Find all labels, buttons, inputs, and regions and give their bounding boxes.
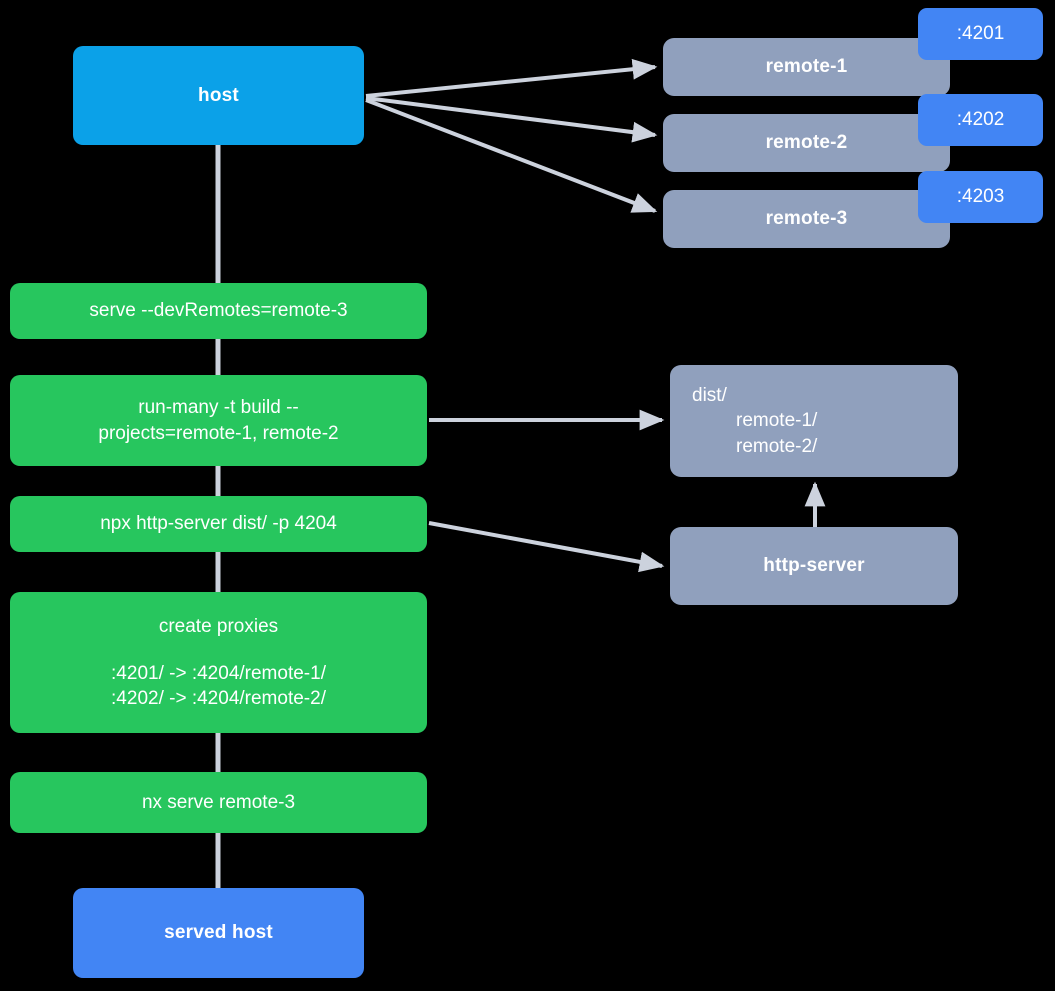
node-served-host[interactable]: served host <box>73 888 364 978</box>
command-run-many-line-1: run-many -t build -- <box>138 397 299 419</box>
command-run-many-line-2: projects=remote-1, remote-2 <box>98 422 339 444</box>
node-http-server-label: http-server <box>763 555 865 577</box>
edge-host-to-remote-3 <box>365 98 658 213</box>
command-nx-serve-remote-3-line-1: nx serve remote-3 <box>141 791 296 813</box>
command-create-proxies-mapping-1: :4201/ -> :4204/remote-1/ <box>111 662 326 684</box>
node-served-host-label: served host <box>164 922 273 944</box>
node-remote-1[interactable]: remote-1 <box>663 38 950 96</box>
node-host[interactable]: host <box>73 46 364 145</box>
node-remote-3[interactable]: remote-3 <box>663 190 950 248</box>
command-create-proxies-mapping-2: :4202/ -> :4204/remote-2/ <box>111 688 326 710</box>
port-badge-remote-3-label: :4203 <box>956 186 1005 207</box>
edge-npx-to-http-server <box>428 521 665 573</box>
node-dist-folder-remote-1: remote-1/ <box>736 410 818 432</box>
node-command-create-proxies[interactable]: create proxies :4201/ -> :4204/remote-1/… <box>10 592 427 733</box>
node-host-label: host <box>198 84 239 106</box>
node-command-nx-serve-remote-3[interactable]: nx serve remote-3 <box>10 772 427 833</box>
node-command-run-many[interactable]: run-many -t build -- projects=remote-1, … <box>10 375 427 466</box>
node-command-serve-devremotes[interactable]: serve --devRemotes=remote-3 <box>10 283 427 339</box>
command-create-proxies-title: create proxies <box>158 615 279 637</box>
port-badge-remote-3: :4203 <box>918 171 1043 223</box>
port-badge-remote-1: :4201 <box>918 8 1043 60</box>
port-badge-remote-1-label: :4201 <box>956 23 1005 44</box>
node-remote-2-label: remote-2 <box>765 132 848 154</box>
command-serve-devremotes-line-1: serve --devRemotes=remote-3 <box>89 300 348 322</box>
command-npx-http-server-line-1: npx http-server dist/ -p 4204 <box>100 513 337 535</box>
node-http-server[interactable]: http-server <box>670 527 958 605</box>
edge-host-to-remote-2 <box>365 96 658 143</box>
edge-host-to-remote-1 <box>365 58 658 98</box>
node-remote-3-label: remote-3 <box>765 208 848 230</box>
node-command-npx-http-server[interactable]: npx http-server dist/ -p 4204 <box>10 496 427 552</box>
node-dist-folder-remote-2: remote-2/ <box>736 435 818 457</box>
node-dist-folder[interactable]: dist/ remote-1/ remote-2/ <box>670 365 958 477</box>
node-remote-1-label: remote-1 <box>765 56 848 78</box>
port-badge-remote-2: :4202 <box>918 94 1043 146</box>
port-badge-remote-2-label: :4202 <box>956 109 1005 130</box>
node-remote-2[interactable]: remote-2 <box>663 114 950 172</box>
node-dist-folder-root: dist/ <box>692 385 727 407</box>
